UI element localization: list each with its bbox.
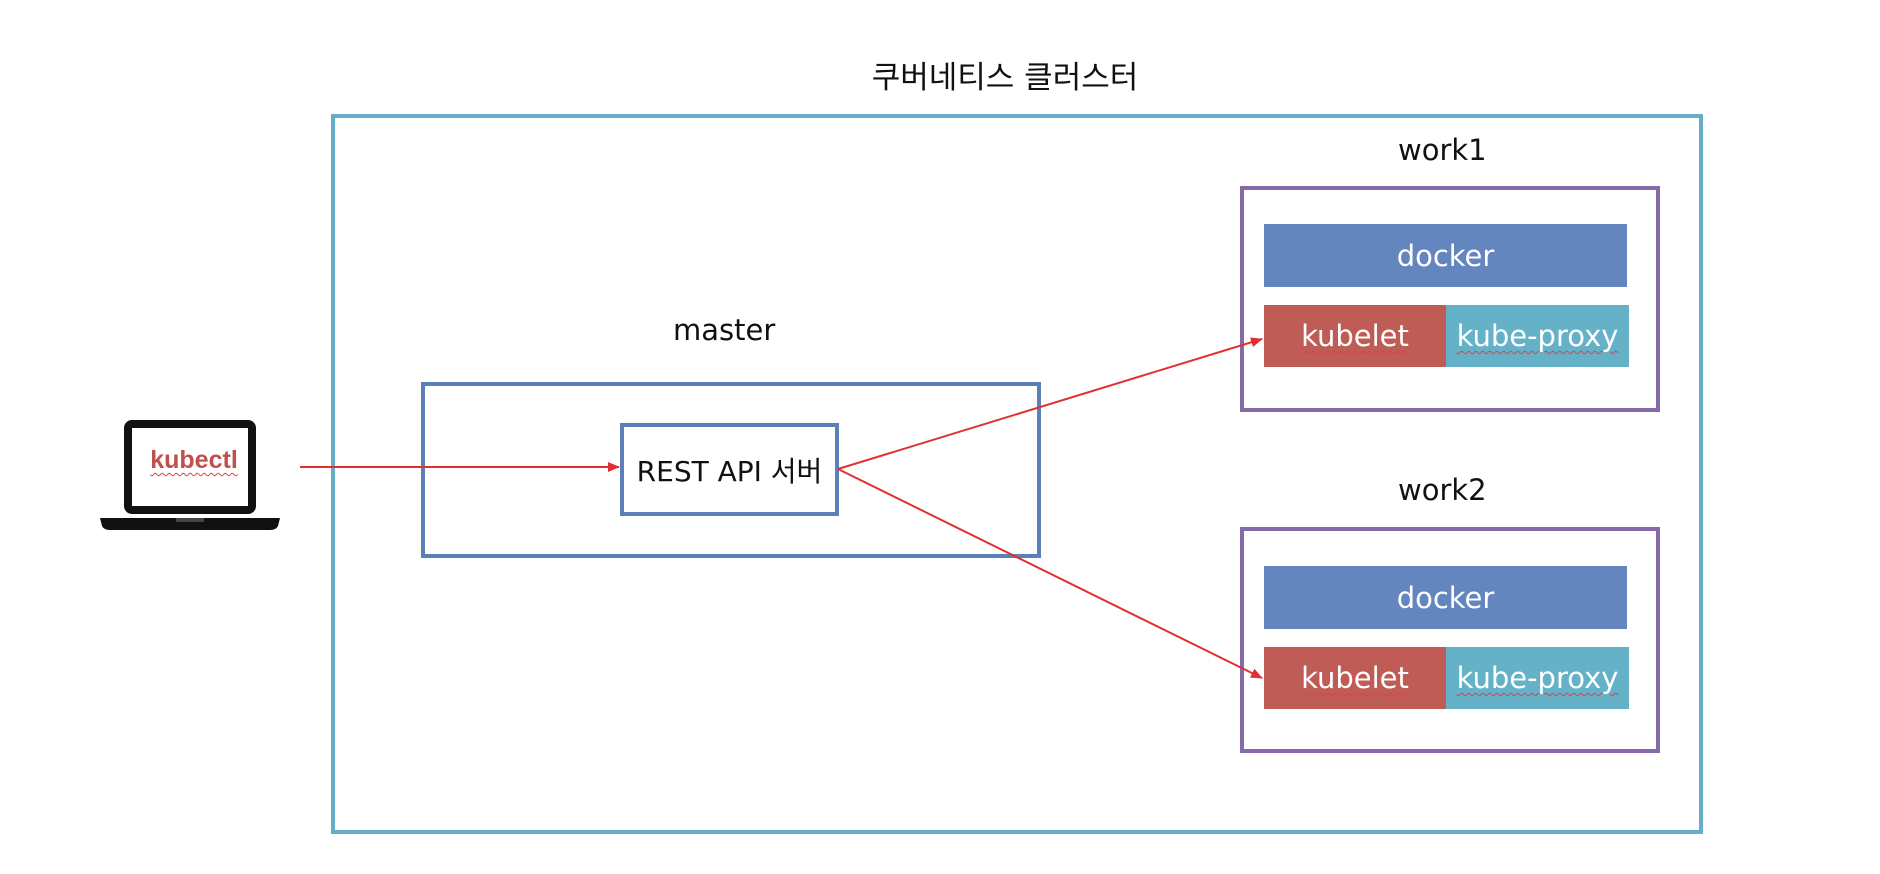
worker2-docker: docker xyxy=(1264,566,1627,629)
worker2-node xyxy=(1240,527,1660,753)
worker1-kubelet: kubelet xyxy=(1264,305,1446,367)
master-label: master xyxy=(673,313,776,347)
laptop-icon xyxy=(100,420,280,530)
worker1-kubelet-label: kubelet xyxy=(1301,319,1409,353)
arrow-api-to-worker2 xyxy=(837,468,1263,679)
worker2-kube-proxy: kube-proxy xyxy=(1446,647,1629,709)
worker1-docker: docker xyxy=(1264,224,1627,287)
worker1-kube-proxy: kube-proxy xyxy=(1446,305,1629,367)
worker2-kubelet-label: kubelet xyxy=(1301,661,1409,695)
master-node xyxy=(421,382,1041,558)
worker1-label: work1 xyxy=(1398,133,1487,167)
worker2-label: work2 xyxy=(1398,473,1487,507)
kubectl-label-text: kubectl xyxy=(150,446,238,474)
kubectl-label: kubectl xyxy=(134,446,254,475)
arrow-api-to-worker1 xyxy=(837,337,1263,470)
worker2-kubelet: kubelet xyxy=(1264,647,1446,709)
rest-api-server: REST API 서버 xyxy=(620,423,839,516)
diagram-title: 쿠버네티스 클러스터 xyxy=(871,60,1139,96)
worker2-kube-proxy-label: kube-proxy xyxy=(1456,661,1619,695)
worker1-node xyxy=(1240,186,1660,412)
cluster-boundary xyxy=(331,114,1703,834)
worker1-kube-proxy-label: kube-proxy xyxy=(1456,319,1619,353)
